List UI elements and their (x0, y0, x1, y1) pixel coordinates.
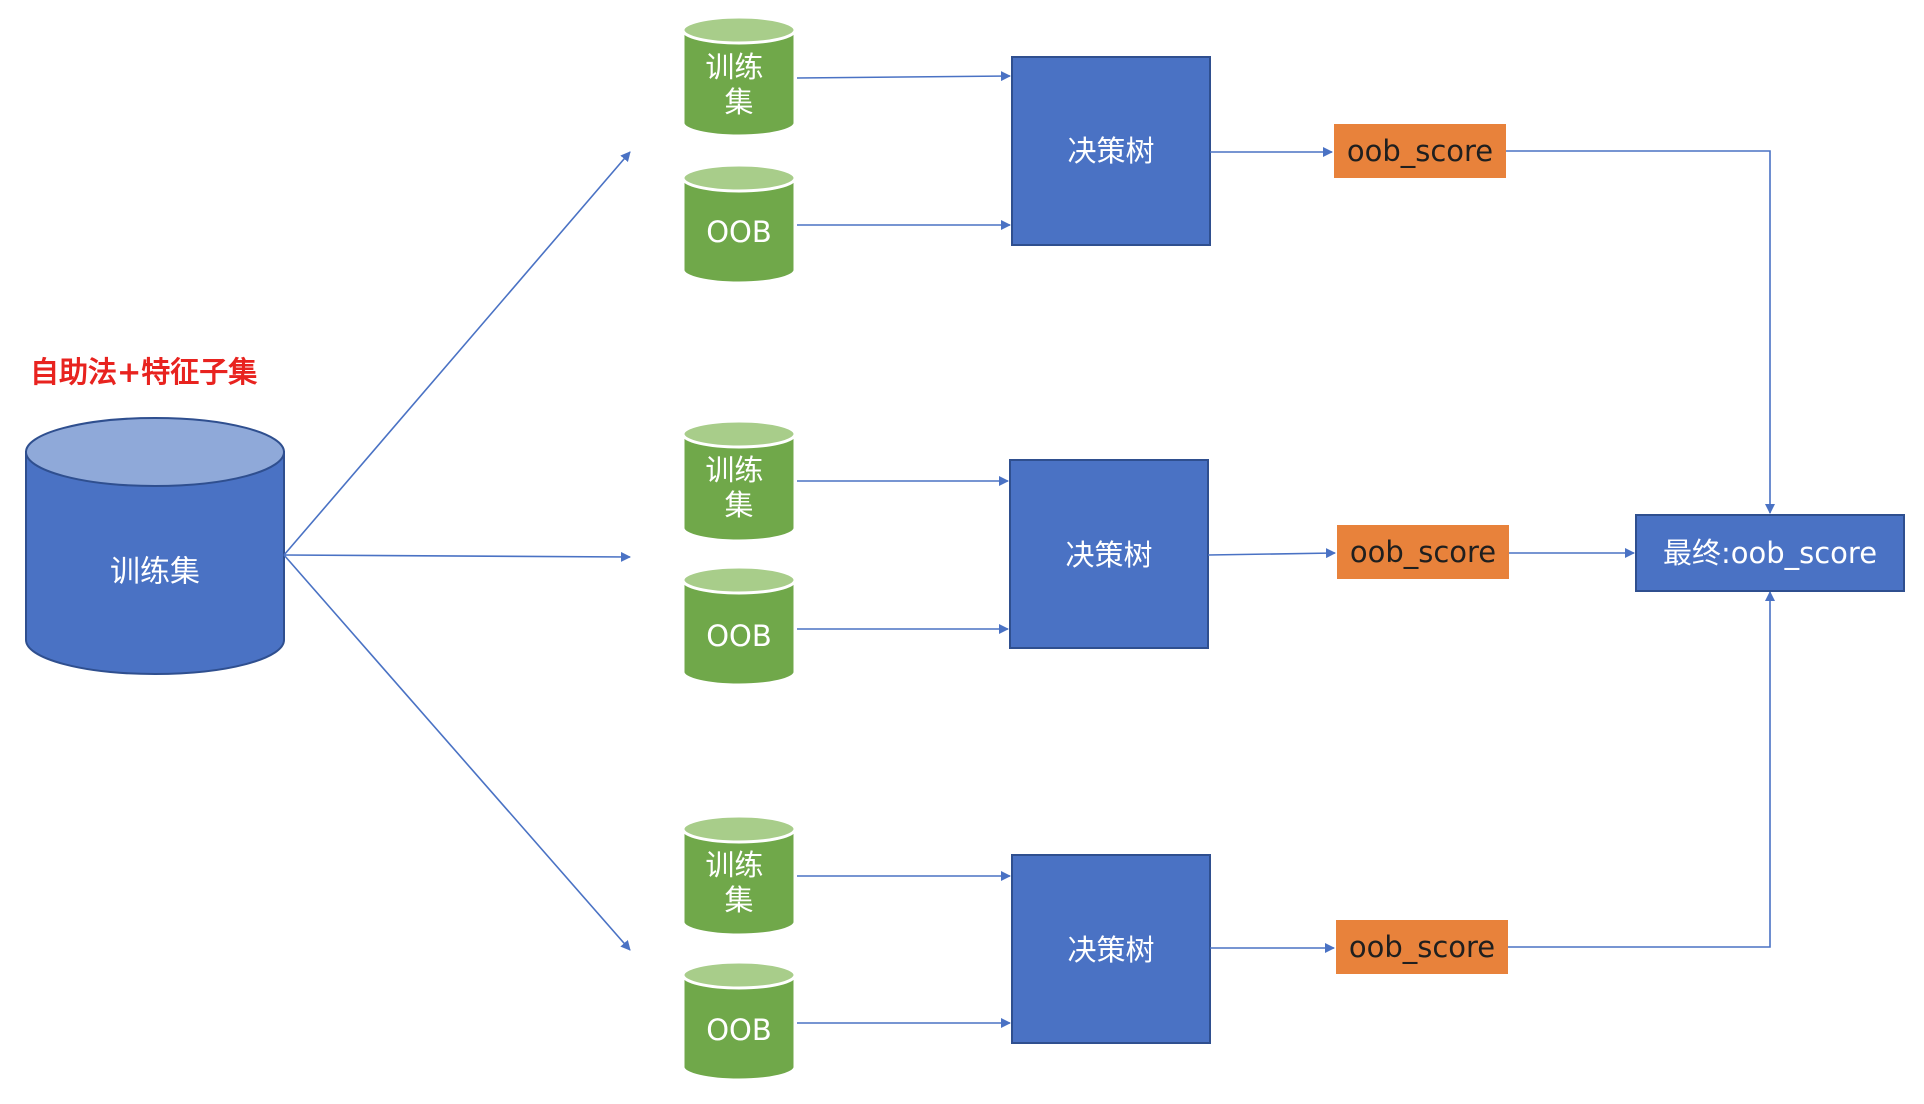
oob-label: OOB (706, 1013, 772, 1047)
training-subset-cylinder: 训练 集 (681, 419, 797, 543)
group-1: 训练 集 OOB 决策树 oob_score (681, 15, 1775, 514)
oob-score-box: oob_score (1337, 525, 1509, 579)
oob-cylinder: OOB (681, 565, 797, 687)
fanout-arrow-top (283, 151, 631, 556)
diagram-title: 自助法+特征子集 (30, 355, 258, 389)
training-subset-cylinder: 训练 集 (681, 15, 797, 138)
decision-tree-label: 决策树 (1067, 933, 1154, 967)
decision-tree-label: 决策树 (1067, 134, 1154, 168)
training-subset-label: 训练 集 (705, 453, 772, 522)
final-oob-score-box: 最终:oob_score (1635, 514, 1905, 592)
train-to-tree-arrow (796, 71, 1011, 82)
source-cylinder-top (25, 417, 285, 487)
source-cylinder-body (25, 451, 285, 675)
training-subset-label: 训练 集 (705, 50, 772, 119)
oob-score-box: oob_score (1334, 124, 1506, 178)
oob-label: OOB (706, 215, 772, 249)
group-3: 训练 集 OOB 决策树 oob_score (681, 591, 1775, 1082)
final-oob-score-label: 最终:oob_score (1663, 536, 1877, 570)
source-label: 训练集 (110, 555, 200, 590)
score-to-final-connector (1508, 591, 1775, 948)
decision-tree-box: 决策树 (1011, 56, 1211, 246)
source-training-set-cylinder: 训练集 (25, 417, 285, 675)
oob-score-label: oob_score (1349, 930, 1495, 964)
group-2: 训练 集 OOB 决策树 oob_score (681, 419, 1635, 687)
oob-label: OOB (706, 619, 772, 653)
oob-score-label: oob_score (1347, 134, 1493, 168)
oob-cylinder: OOB (681, 960, 797, 1082)
decision-tree-box: 决策树 (1009, 459, 1209, 649)
score-to-final-connector (1506, 150, 1775, 514)
training-subset-cylinder: 训练 集 (681, 814, 797, 937)
oob-cylinder: OOB (681, 163, 797, 285)
fanout-arrow-middle (283, 551, 631, 562)
oob-score-label: oob_score (1350, 535, 1496, 569)
tree-to-score-arrow (1207, 548, 1336, 559)
oob-score-box: oob_score (1336, 920, 1508, 974)
fanout-arrow-bottom (283, 554, 631, 951)
decision-tree-label: 决策树 (1065, 538, 1152, 572)
decision-tree-box: 决策树 (1011, 854, 1211, 1044)
training-subset-label: 训练 集 (705, 848, 772, 917)
